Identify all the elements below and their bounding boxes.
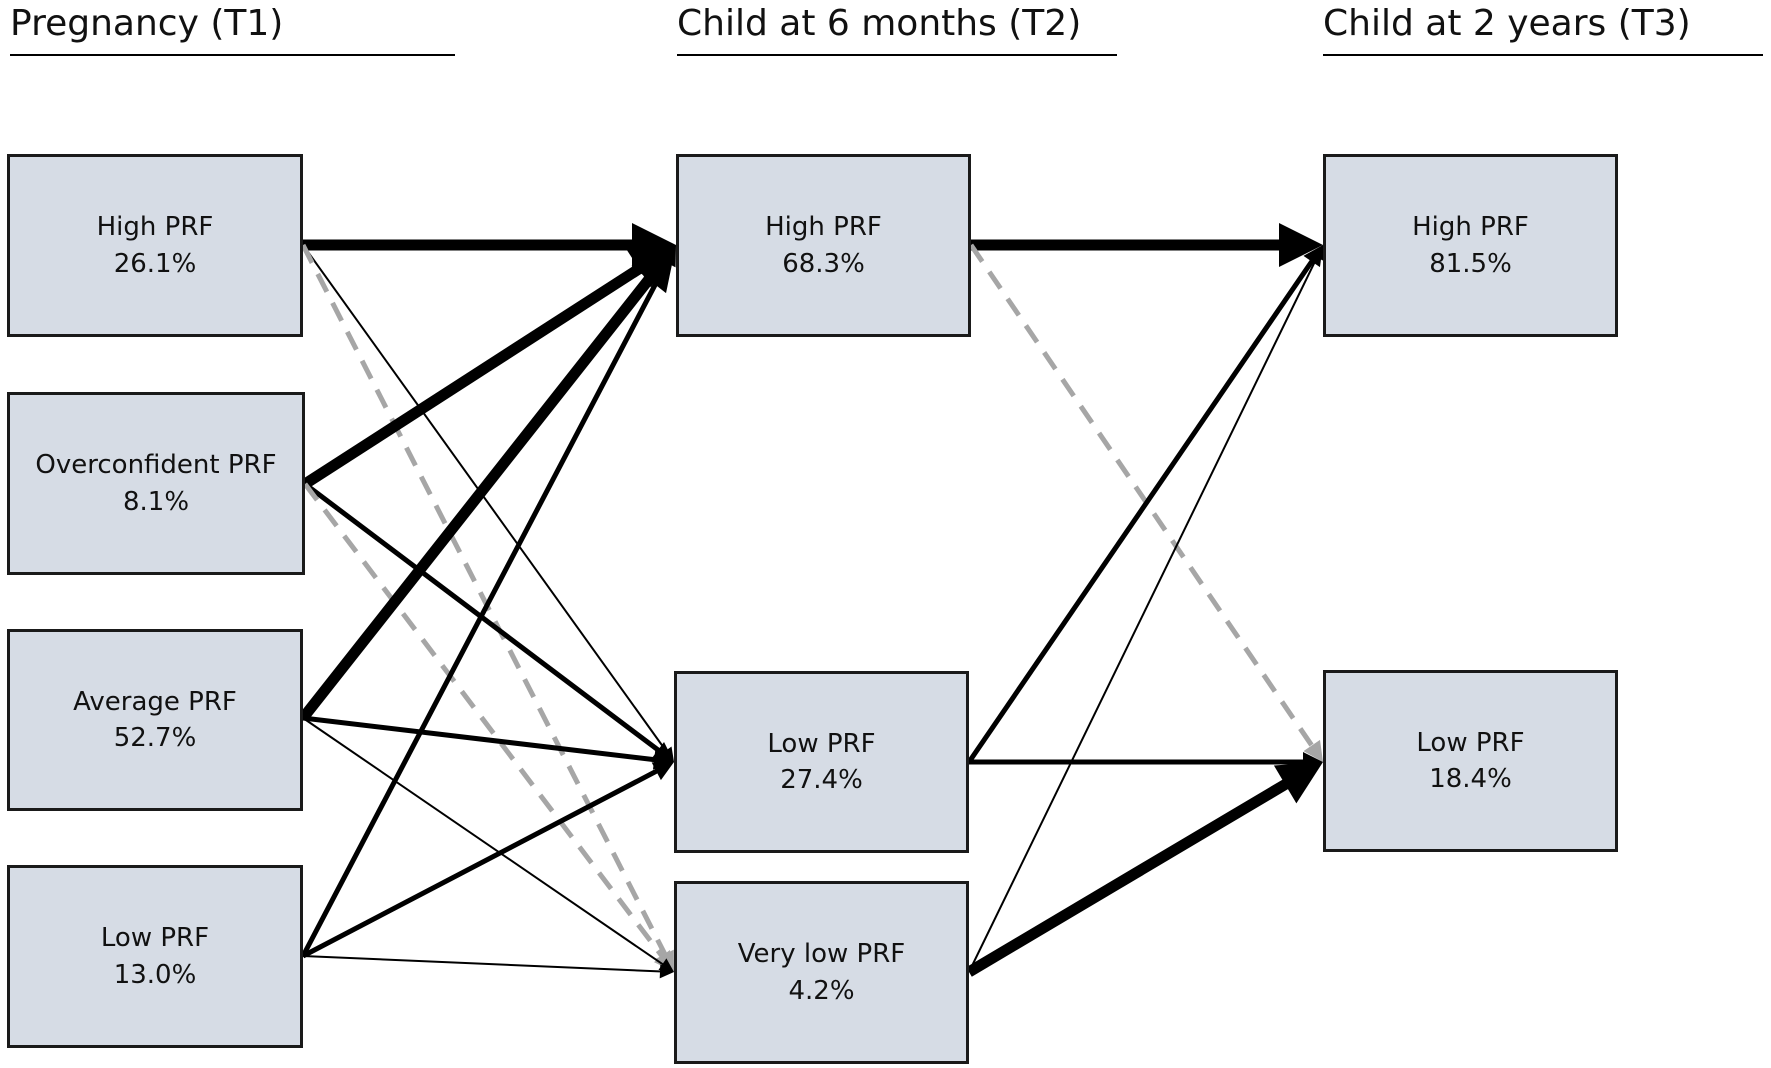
transition-arrow-t1-over-to-t2-high bbox=[302, 245, 676, 489]
node-value: 27.4% bbox=[780, 765, 863, 795]
node-value: 68.3% bbox=[782, 248, 865, 279]
arrow-line bbox=[302, 955, 663, 973]
arrow-head bbox=[659, 964, 674, 979]
arrow-line bbox=[966, 778, 1290, 977]
node-value: 26.1% bbox=[113, 248, 197, 279]
node-t2-low-prf: Low PRF 27.4% bbox=[674, 671, 969, 853]
node-label: High PRF bbox=[1412, 212, 1529, 243]
arrow-head bbox=[1303, 739, 1323, 762]
node-label: High PRF bbox=[96, 212, 214, 243]
transition-arrow-t2-low-to-t3-low bbox=[969, 752, 1323, 772]
transition-arrow-t1-over-to-t2-low bbox=[303, 482, 674, 762]
column-title-t2: Child at 6 months (T2) bbox=[677, 6, 1117, 56]
column-title-t1: Pregnancy (T1) bbox=[10, 6, 455, 56]
arrow-head bbox=[1273, 762, 1323, 804]
transition-arrow-t2-high-to-t3-low bbox=[968, 243, 1323, 762]
arrow-line bbox=[303, 482, 666, 960]
node-t1-low-prf: Low PRF 13.0% bbox=[7, 865, 303, 1048]
node-value: 4.2% bbox=[788, 975, 855, 1006]
arrow-head bbox=[1279, 223, 1323, 267]
transition-arrow-t2-vlow-to-t3-low bbox=[966, 762, 1323, 977]
node-value: 18.4% bbox=[1429, 764, 1512, 794]
arrow-line bbox=[302, 263, 644, 489]
node-label: Low PRF bbox=[767, 728, 876, 759]
arrow-line bbox=[302, 717, 665, 967]
arrow-head bbox=[657, 245, 676, 268]
node-t3-low-prf: Low PRF 18.4% bbox=[1323, 670, 1618, 852]
node-label: Overconfident PRF bbox=[35, 450, 277, 481]
node-label: Low PRF bbox=[100, 923, 210, 954]
transition-arrow-t1-low-to-t2-high bbox=[300, 245, 676, 958]
column-title-t3: Child at 2 years (T3) bbox=[1323, 6, 1763, 56]
arrow-head bbox=[651, 762, 674, 781]
arrow-line bbox=[968, 255, 1319, 973]
arrow-line bbox=[968, 243, 1315, 749]
transition-arrow-t1-low-to-t2-low bbox=[301, 762, 674, 959]
arrow-head bbox=[1310, 245, 1324, 261]
arrow-line bbox=[300, 243, 669, 958]
transition-arrow-t2-vlow-to-t3-high bbox=[968, 245, 1324, 973]
node-t1-high-prf: High PRF 26.1% bbox=[7, 154, 303, 337]
node-t1-average-prf: Average PRF 52.7% bbox=[7, 629, 303, 811]
transition-arrow-t1-avg-to-t2-high bbox=[298, 245, 676, 722]
node-value: 13.0% bbox=[113, 959, 197, 990]
arrow-line bbox=[302, 715, 657, 763]
node-label: Average PRF bbox=[73, 686, 237, 717]
transition-arrow-t1-over-to-t2-vlow bbox=[303, 482, 674, 972]
transition-arrow-t2-high-to-t3-high bbox=[971, 223, 1323, 267]
arrow-line bbox=[301, 768, 660, 959]
node-t1-overconfident-prf: Overconfident PRF 8.1% bbox=[7, 392, 305, 575]
node-t2-high-prf: High PRF 68.3% bbox=[676, 154, 971, 337]
transition-arrow-t1-low-to-t2-vlow bbox=[302, 955, 674, 979]
arrow-line bbox=[300, 259, 670, 958]
transition-arrow-t1-high-to-t2-high bbox=[303, 223, 676, 267]
node-label: Very low PRF bbox=[737, 939, 906, 970]
node-value: 52.7% bbox=[113, 723, 197, 753]
node-value: 8.1% bbox=[122, 486, 190, 517]
node-t2-very-low-prf: Very low PRF 4.2% bbox=[674, 881, 969, 1064]
arrow-line bbox=[298, 274, 655, 722]
node-label: High PRF bbox=[765, 212, 882, 243]
node-t3-high-prf: High PRF 81.5% bbox=[1323, 154, 1618, 337]
node-label: Low PRF bbox=[1416, 727, 1525, 758]
node-value: 81.5% bbox=[1429, 248, 1512, 279]
arrow-line bbox=[966, 258, 1315, 764]
arrow-line bbox=[302, 244, 668, 753]
